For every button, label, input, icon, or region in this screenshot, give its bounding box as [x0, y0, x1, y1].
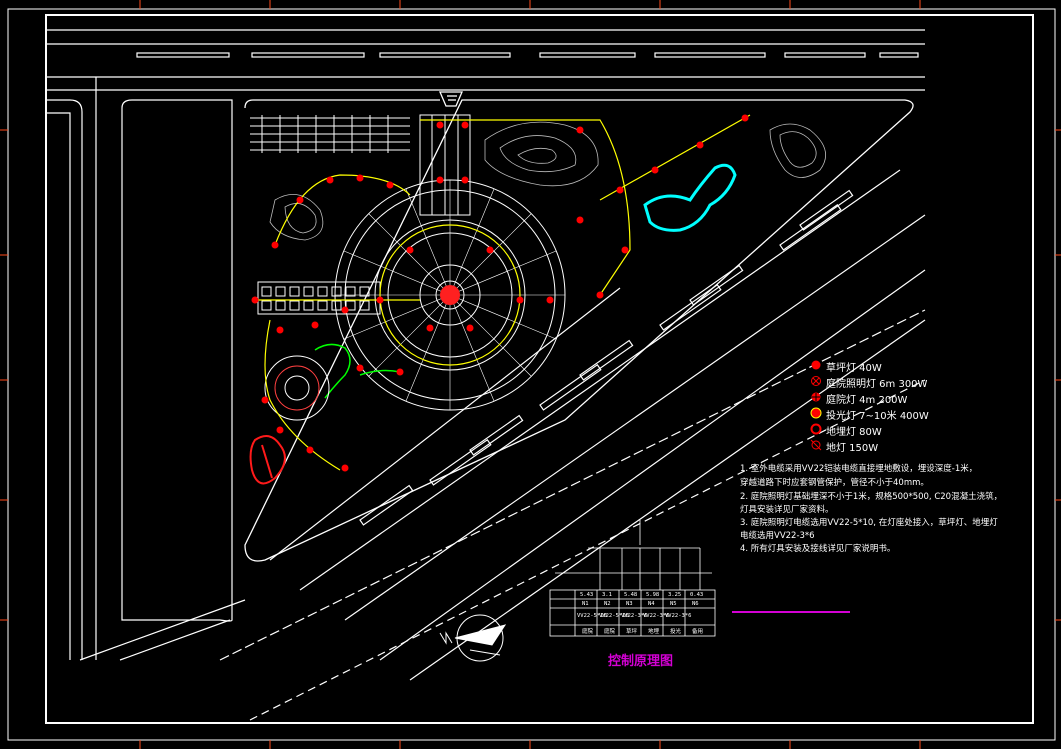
legend-symbol-2	[811, 392, 821, 402]
site-boundary	[244, 91, 914, 562]
note-line-4: 3. 庭院照明灯电缆选用VV22-5*10, 在灯座处接入，草坪灯、地埋灯	[740, 518, 998, 528]
central-plaza	[334, 114, 566, 411]
cell-r4-c6: 备用	[692, 629, 704, 635]
cell-r3-c2: VV22-5*10	[599, 613, 629, 619]
cell-r3-c1: VV22-5*10	[577, 613, 607, 619]
cell-r4-c1: 庭院	[582, 629, 594, 635]
legend-label-0: 草坪灯 40W	[826, 363, 882, 374]
cell-r1-c6: 0.43	[690, 592, 704, 598]
note-line-0: 1. 室外电缆采用VV22铠装电缆直接埋地敷设，埋设深度-1米，	[740, 464, 978, 474]
cell-r4-c2: 庭院	[604, 629, 616, 635]
cell-r2-c6: N6	[692, 601, 699, 607]
cell-r3-c5: VV22-3*6	[665, 613, 692, 619]
cell-r1-c3: 5.48	[624, 592, 638, 598]
note-line-1: 穿越道路下时应套钢管保护，管径不小于40mm。	[740, 478, 929, 488]
parking	[250, 115, 410, 153]
outer-frame	[7, 8, 1056, 741]
small-plaza	[264, 355, 330, 421]
terrain	[269, 121, 827, 241]
north-arrow-icon	[439, 614, 507, 662]
legend-label-3: 投光灯 7~10米 400W	[826, 411, 929, 422]
legend-symbol-3	[810, 407, 822, 419]
legend-label-4: 地埋灯 80W	[826, 427, 882, 438]
legend-symbol-1	[811, 376, 821, 386]
legend-symbol-5	[810, 439, 822, 451]
pergola	[257, 281, 381, 315]
cell-r1-c1: 5.43	[580, 592, 594, 598]
cell-r2-c1: N1	[582, 601, 589, 607]
cell-r2-c3: N3	[626, 601, 633, 607]
red-feature	[249, 435, 286, 485]
cell-r1-c5: 3.25	[668, 592, 682, 598]
legend-symbol-4	[810, 423, 822, 435]
fountain-center	[440, 285, 460, 305]
lamp-markers	[251, 114, 749, 472]
cell-r3-c4: VV22-3*6	[643, 613, 670, 619]
green-path	[314, 343, 401, 399]
legend-label-2: 庭院灯 4m 200W	[826, 395, 908, 406]
note-line-5: 电缆选用VV22-3*6	[740, 531, 815, 541]
legend-symbol-0	[811, 360, 821, 370]
cell-r2-c5: N5	[670, 601, 677, 607]
cell-r2-c4: N4	[648, 601, 655, 607]
cell-r3-c3: VV22-3*6	[621, 613, 648, 619]
left-road	[46, 77, 233, 660]
cell-r1-c4: 5.98	[646, 592, 660, 598]
note-line-3: 灯具安装详见厂家资料。	[740, 505, 834, 515]
control-diagram	[549, 520, 716, 637]
note-line-2: 2. 庭院照明灯基础埋深不小于1米，规格500*500, C20混凝土浇筑，	[740, 492, 1003, 502]
top-road	[46, 29, 925, 91]
legend-label-5: 地灯 150W	[826, 443, 879, 454]
cell-r4-c3: 草坪	[626, 629, 638, 635]
cable-routes	[255, 114, 751, 471]
legend-label-1: 庭院照明灯 6m 300W	[826, 379, 928, 390]
diagonal-road	[79, 169, 926, 721]
cell-r2-c2: N2	[604, 601, 611, 607]
cell-r4-c4: 地埋	[648, 629, 660, 635]
cell-r1-c2: 3.1	[602, 592, 612, 598]
legend-symbols	[810, 360, 822, 451]
control-diagram-title: 控制原理图	[608, 654, 674, 669]
cell-r4-c5: 投光	[670, 629, 682, 635]
inner-frame	[45, 14, 1034, 724]
pond	[643, 163, 737, 232]
note-line-6: 4. 所有灯具安装及接线详见厂家说明书。	[740, 544, 896, 554]
